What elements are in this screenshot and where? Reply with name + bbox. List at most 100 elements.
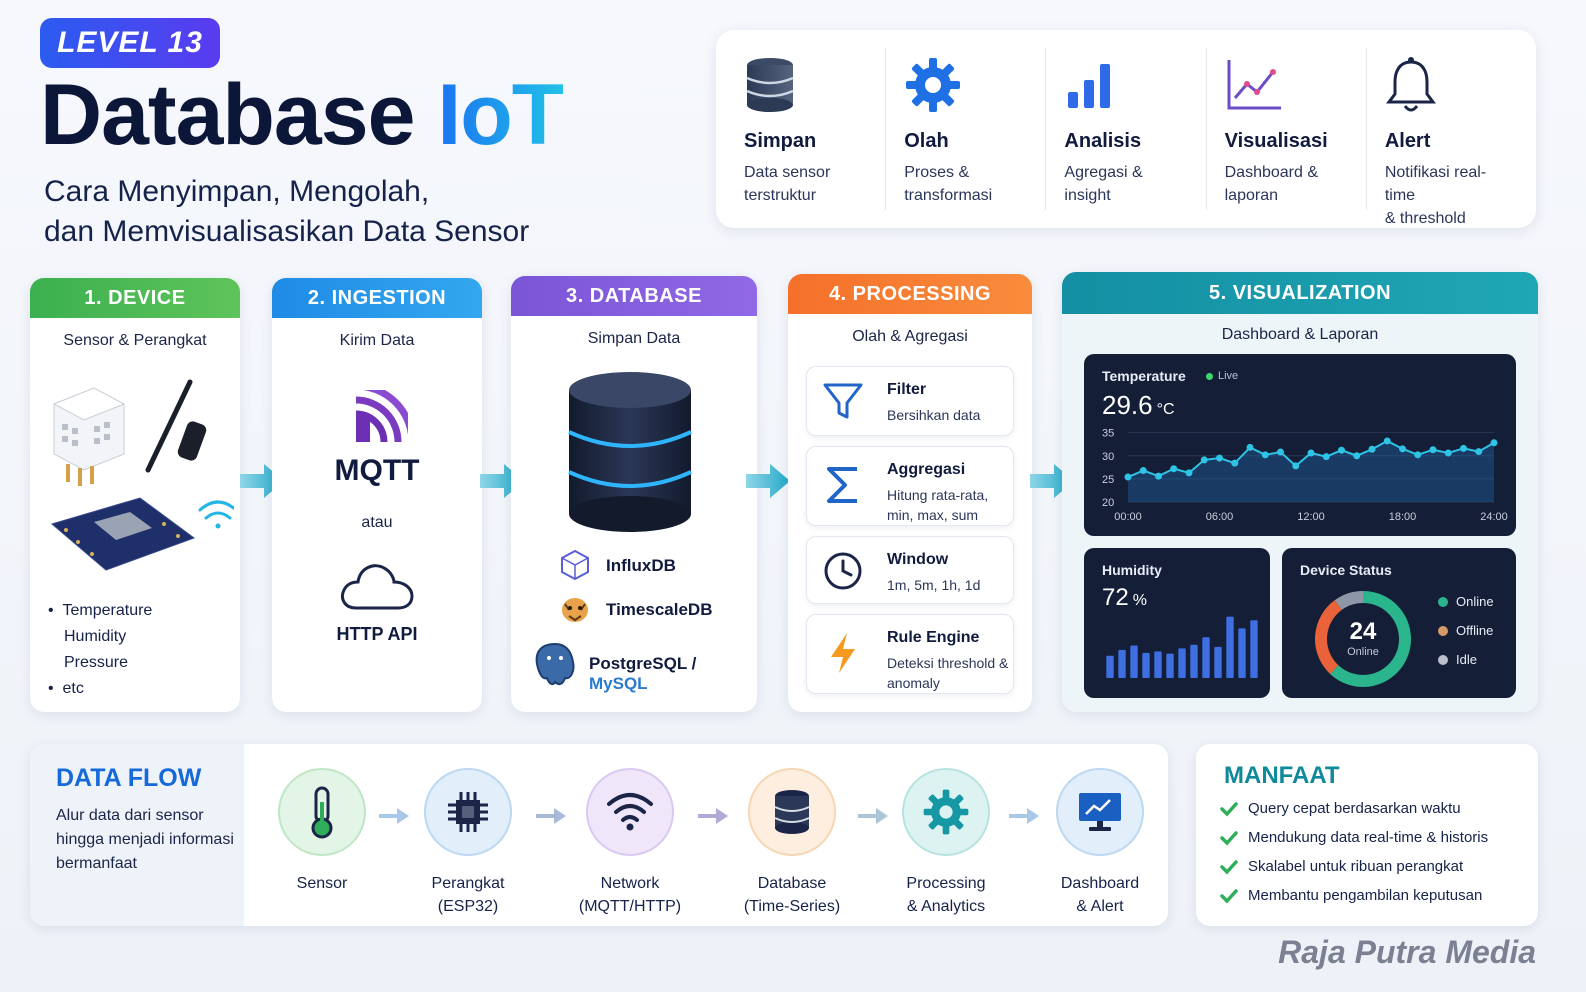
benefits-section: MANFAAT Query cepat berdasarkan waktu Me… — [1196, 744, 1538, 926]
data-point — [1292, 462, 1300, 470]
stage-device-card: 1. DEVICE Sensor & Perangkat • Temperatu… — [30, 278, 240, 712]
data-point — [1277, 448, 1284, 456]
level-badge: LEVEL 13 — [40, 18, 220, 68]
stage-database-header: 3. DATABASE — [511, 276, 757, 316]
feature-analisis: Analisis Agregasi & insight — [1046, 48, 1207, 210]
donut-slice — [1315, 600, 1343, 674]
online-count: 24 — [1349, 618, 1377, 645]
data-point — [1475, 448, 1483, 456]
bar — [1202, 637, 1210, 678]
feature-desc: Agregasi & — [1064, 164, 1143, 181]
benefit-item: Mendukung data real-time & historis — [1220, 829, 1488, 846]
check-icon — [1220, 830, 1238, 846]
sensor-device-illustration — [50, 379, 234, 571]
mqtt-icon — [355, 390, 408, 443]
list-item: Pressure — [64, 654, 129, 671]
process-desc: 1m, 5m, 1h, 1d — [887, 577, 981, 593]
data-point — [1322, 453, 1330, 461]
bar — [1214, 646, 1222, 678]
process-filter: Filter Bersihkan data — [806, 366, 1014, 436]
data-point — [1124, 473, 1132, 481]
http-api-label: HTTP API — [336, 624, 418, 644]
data-point — [1399, 445, 1406, 453]
data-flow-desc: Alur data dari sensor hingga menjadi inf… — [56, 807, 234, 872]
cloud-icon — [341, 564, 414, 610]
data-point — [1368, 445, 1376, 453]
flow-node-label: Database — [757, 875, 827, 892]
data-point — [1429, 446, 1437, 454]
feature-desc: Notifikasi real-time — [1384, 164, 1487, 204]
flow-node-label: (MQTT/HTTP) — [578, 898, 682, 915]
feature-desc: Data sensor — [744, 164, 831, 181]
area-fill — [1128, 440, 1494, 502]
mqtt-label: MQTT — [334, 454, 420, 487]
title-main: Database — [40, 67, 438, 163]
clock-icon — [824, 552, 862, 590]
process-rule-engine: Rule Engine Deteksi threshold & anomaly — [806, 614, 1014, 694]
x-tick-label: 24:00 — [1480, 511, 1508, 523]
feature-desc: Dashboard & — [1224, 164, 1318, 181]
process-title: Rule Engine — [887, 629, 980, 646]
flow-arrow-icon — [536, 808, 566, 824]
data-point — [1139, 467, 1147, 475]
feature-desc: terstruktur — [744, 187, 817, 204]
bar — [1154, 651, 1162, 678]
check-icon — [1220, 859, 1238, 875]
postgresql-icon — [535, 642, 575, 686]
flow-node-network: Network (MQTT/HTTP) — [565, 768, 695, 918]
data-point — [1353, 452, 1361, 460]
x-tick-label: 18:00 — [1389, 511, 1417, 523]
x-tick-label: 00:00 — [1114, 511, 1142, 523]
y-tick-label: 25 — [1102, 474, 1114, 486]
donut-slice — [1330, 591, 1411, 687]
x-tick-label: 12:00 — [1297, 511, 1325, 523]
flow-node-dashboard: Dashboard& Alert — [1035, 768, 1165, 918]
or-label: atau — [361, 514, 393, 531]
stage-database-subtitle: Simpan Data — [587, 330, 681, 347]
data-point — [1231, 459, 1239, 467]
influxdb-icon — [561, 550, 589, 580]
brand-watermark: Raja Putra Media — [1278, 934, 1536, 970]
flow-node-label: & Alert — [1076, 898, 1124, 915]
benefit-item: Query cepat berdasarkan waktu — [1220, 800, 1461, 817]
flow-node-label: Network — [600, 875, 660, 892]
bar — [1190, 644, 1198, 678]
stage-visualization-subtitle: Dashboard & Laporan — [1221, 326, 1379, 343]
temperature-probe-icon — [145, 379, 207, 473]
stage-visualization-card: 5. VISUALIZATION Dashboard & Laporan Tem… — [1062, 272, 1538, 712]
line-chart-icon — [1227, 60, 1281, 110]
process-title: Aggregasi — [887, 461, 966, 478]
list-item: • Temperature — [48, 602, 153, 619]
flow-node-label: Processing — [906, 875, 986, 892]
bar — [1106, 655, 1114, 678]
database-icon — [746, 58, 794, 112]
data-point — [1444, 449, 1452, 457]
data-point — [1185, 469, 1193, 477]
bar — [1118, 649, 1126, 678]
stage-ingestion-header: 2. INGESTION — [272, 278, 482, 318]
feature-desc: insight — [1064, 187, 1111, 204]
process-desc: Hitung rata-rata, min, max, sum — [887, 487, 989, 523]
data-point — [1307, 449, 1315, 457]
feature-title: Analisis — [1064, 130, 1142, 152]
data-flow-section: DATA FLOW Alur data dari sensor hingga m… — [30, 744, 1168, 926]
bar — [1250, 620, 1258, 678]
legend-online: Online — [1438, 594, 1494, 609]
chip-icon — [448, 792, 488, 832]
stage-device-subtitle: Sensor & Perangkat — [63, 332, 207, 349]
flow-node-label: (ESP32) — [437, 898, 499, 915]
feature-desc: Proses & — [904, 164, 970, 181]
flow-node-sensor: Sensor — [257, 768, 387, 895]
timescaledb-label: TimescaleDB — [606, 600, 713, 619]
data-point — [1155, 472, 1162, 480]
list-item: • etc — [48, 680, 84, 697]
feature-desc: laporan — [1224, 187, 1278, 204]
gear-icon — [923, 789, 969, 835]
data-point — [1200, 456, 1208, 464]
monitor-chart-icon — [1079, 793, 1121, 831]
device-measurement-list: • Temperature Humidity Pressure • etc — [48, 598, 152, 702]
bar — [1178, 648, 1186, 678]
